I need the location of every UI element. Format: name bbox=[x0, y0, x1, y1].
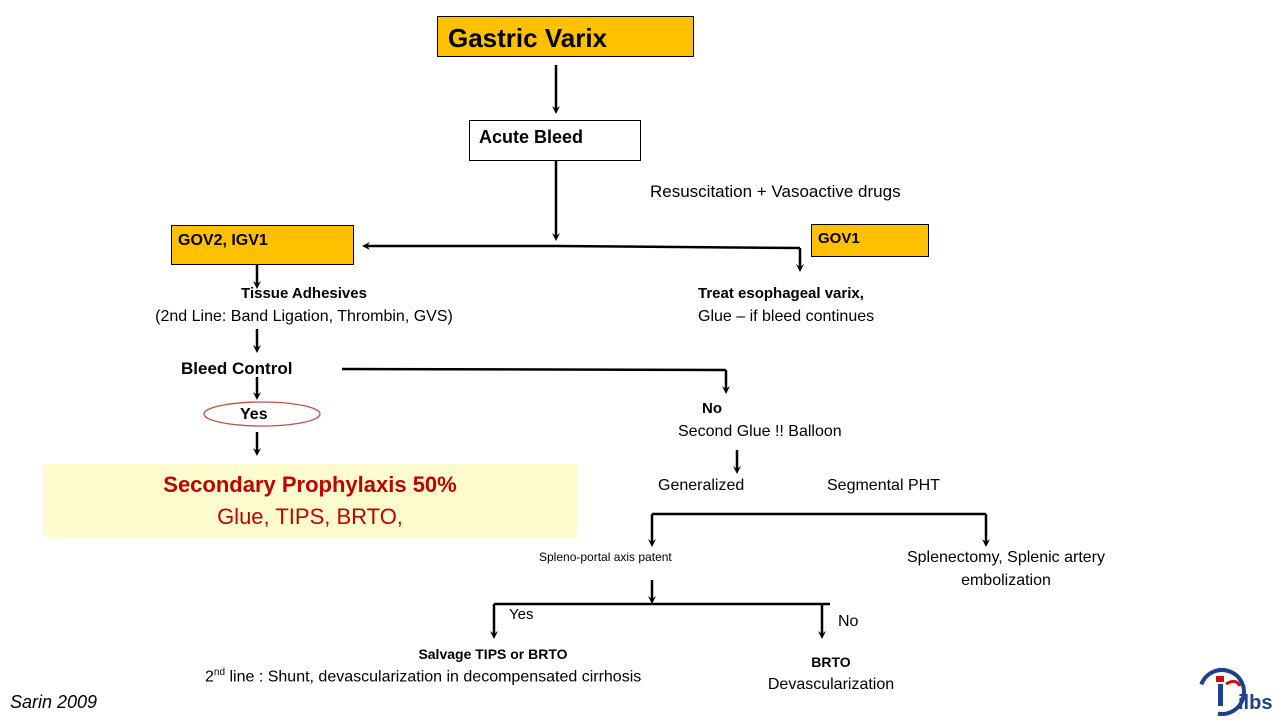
segmental-pht-label: Segmental PHT bbox=[827, 477, 940, 494]
second-glue-label: Second Glue !! Balloon bbox=[678, 423, 842, 440]
secondary-prophylaxis-box: Secondary Prophylaxis 50% Glue, TIPS, BR… bbox=[43, 464, 577, 537]
acute-bleed-box: Acute Bleed bbox=[469, 120, 641, 161]
line-split-right bbox=[555, 244, 801, 250]
yes-branch-label: Yes bbox=[509, 606, 534, 623]
devascularization-label: Devascularization bbox=[767, 676, 895, 693]
second-line-cirrhosis: 2nd line : Shunt, devascularization in d… bbox=[205, 667, 641, 686]
no-label: No bbox=[702, 400, 722, 417]
yes-label: Yes bbox=[240, 406, 268, 423]
glue-if-bleed-label: Glue – if bleed continues bbox=[698, 308, 875, 325]
gastric-varix-box: Gastric Varix bbox=[437, 16, 694, 57]
brto-label: BRTO bbox=[811, 654, 851, 670]
line-bleed-to-no bbox=[341, 367, 727, 372]
gov1-label: GOV1 bbox=[818, 230, 860, 247]
treat-esophageal-label: Treat esophageal varix, bbox=[698, 285, 864, 302]
no-branch-label: No bbox=[838, 613, 859, 630]
second-line-sup: nd bbox=[213, 667, 226, 678]
gov2-igv1-label: GOV2, IGV1 bbox=[178, 232, 268, 249]
second-line-prefix: 2 bbox=[205, 668, 214, 686]
splenectomy-line1: Splenectomy, Splenic artery bbox=[906, 549, 1105, 566]
gov2-igv1-box: GOV2, IGV1 bbox=[171, 225, 354, 265]
ilbs-logo: ilbs bbox=[1196, 664, 1278, 718]
tissue-adhesives-label: Tissue Adhesives bbox=[241, 285, 367, 302]
secondary-prophylaxis-title: Secondary Prophylaxis 50% bbox=[163, 472, 457, 497]
ilbs-logo-mark bbox=[1198, 668, 1246, 716]
salvage-label: Salvage TIPS or BRTO bbox=[418, 646, 568, 662]
yes-oval bbox=[203, 401, 321, 427]
ilbs-logo-text: ilbs bbox=[1238, 692, 1273, 714]
acute-bleed-label: Acute Bleed bbox=[479, 127, 584, 147]
second-line-rest: line : Shunt, devascularization in decom… bbox=[225, 668, 642, 686]
second-line-options: (2nd Line: Band Ligation, Thrombin, GVS) bbox=[155, 308, 453, 325]
bleed-control-label: Bleed Control bbox=[181, 359, 293, 378]
gastric-varix-title: Gastric Varix bbox=[448, 23, 607, 53]
spleno-portal-label: Spleno-portal axis patent bbox=[539, 550, 672, 564]
generalized-label: Generalized bbox=[658, 477, 745, 494]
splenectomy-line2: embolization bbox=[961, 572, 1051, 589]
secondary-prophylaxis-options: Glue, TIPS, BRTO, bbox=[217, 504, 403, 529]
resuscitation-label: Resuscitation + Vasoactive drugs bbox=[650, 182, 901, 201]
citation: Sarin 2009 bbox=[10, 692, 98, 712]
gov1-box: GOV1 bbox=[811, 224, 929, 257]
